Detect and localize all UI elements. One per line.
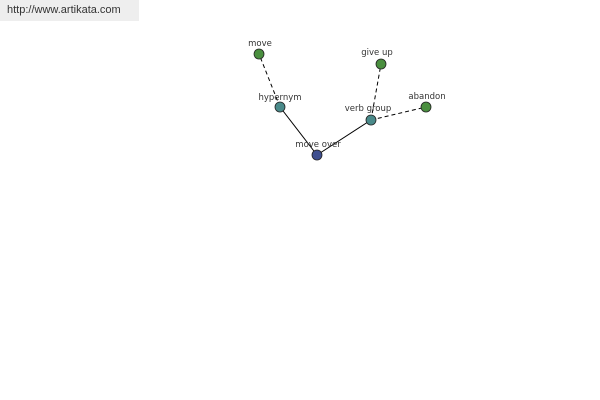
node-abandon[interactable]: abandon (408, 92, 446, 113)
edge-hypernym-to-move (258, 53, 281, 108)
edge-move-over-to-verb-group (316, 119, 372, 156)
edge-move-over-to-hypernym (279, 106, 318, 156)
node-circle-hypernym[interactable] (274, 101, 286, 113)
graph-edges (258, 53, 427, 156)
node-hypernym[interactable]: hypernym (258, 93, 302, 113)
node-circle-move[interactable] (253, 48, 265, 60)
node-give-up[interactable]: give up (361, 48, 393, 70)
edge-verb-group-to-abandon (370, 106, 427, 121)
node-circle-give-up[interactable] (375, 58, 387, 70)
node-circle-verb-group[interactable] (365, 114, 377, 126)
node-label-hypernym: hypernym (258, 93, 301, 103)
edge-verb-group-to-give-up (370, 63, 382, 121)
node-label-verb-group: verb group (345, 104, 392, 114)
node-label-give-up: give up (361, 48, 393, 58)
source-url-link[interactable]: http://www.artikata.com (0, 0, 139, 21)
node-move-over[interactable]: move over (295, 140, 341, 161)
node-verb-group[interactable]: verb group (345, 104, 392, 126)
node-label-move-over: move over (295, 140, 341, 150)
node-move[interactable]: move (248, 39, 272, 60)
graph-nodes: move over hypernym verb group move give up ab… (248, 39, 446, 161)
node-circle-abandon[interactable] (420, 101, 432, 113)
node-label-move: move (248, 39, 272, 49)
node-label-abandon: abandon (408, 92, 445, 102)
node-circle-move-over[interactable] (311, 149, 323, 161)
